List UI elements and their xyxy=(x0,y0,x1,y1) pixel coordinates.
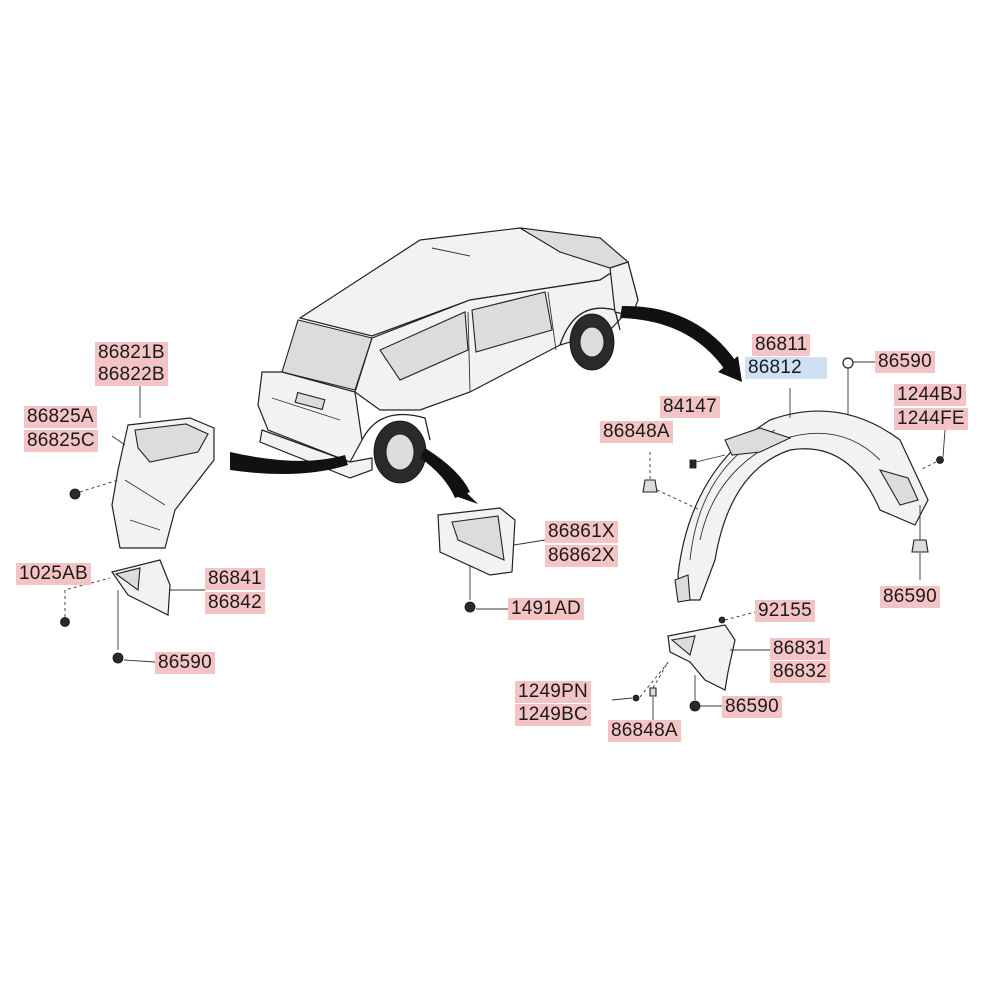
label-86825A[interactable]: 86825A xyxy=(24,406,97,428)
car-rear-window xyxy=(281,319,373,391)
car-side-window-front xyxy=(471,291,553,353)
car-illustration xyxy=(257,227,639,484)
arrow-rear-arch xyxy=(420,448,470,498)
screw-86825 xyxy=(69,488,81,500)
arrow-front-arch xyxy=(620,305,735,370)
label-86841[interactable]: 86841 xyxy=(205,568,265,590)
label-86821B[interactable]: 86821B xyxy=(95,342,168,364)
clip-86848A-lower xyxy=(649,687,657,697)
label-86861X[interactable]: 86861X xyxy=(545,521,618,543)
label-86812[interactable]: 86812 xyxy=(745,357,827,379)
label-86590-right[interactable]: 86590 xyxy=(880,586,940,608)
label-1244BJ[interactable]: 1244BJ xyxy=(894,384,966,406)
clip-86590-top xyxy=(842,357,854,369)
screw-86590-bottom xyxy=(689,700,701,712)
screw-1244BJ xyxy=(936,456,944,464)
mud-flap-right xyxy=(667,624,736,691)
label-1491AD[interactable]: 1491AD xyxy=(508,598,584,620)
label-86590-top[interactable]: 86590 xyxy=(875,351,935,373)
screw-1025AB xyxy=(60,617,70,627)
screw-86590-left xyxy=(112,652,124,664)
arrow-rear-left xyxy=(230,452,348,474)
label-86862X[interactable]: 86862X xyxy=(545,545,618,567)
label-1249PN[interactable]: 1249PN xyxy=(515,681,591,703)
mud-flap-left xyxy=(111,559,171,616)
label-86590-left[interactable]: 86590 xyxy=(155,652,215,674)
clip-86848A-upper xyxy=(642,479,658,493)
label-84147[interactable]: 84147 xyxy=(660,396,720,418)
car-rear-end xyxy=(257,371,363,463)
label-1244FE[interactable]: 1244FE xyxy=(894,408,968,430)
label-92155[interactable]: 92155 xyxy=(755,600,815,622)
clip-86590-right xyxy=(911,539,929,553)
car-side-window-rear xyxy=(379,311,469,381)
label-86811[interactable]: 86811 xyxy=(752,334,811,356)
screw-92155 xyxy=(718,616,726,624)
label-1025AB[interactable]: 1025AB xyxy=(16,563,91,585)
screw-1491AD xyxy=(464,601,476,613)
label-86825C[interactable]: 86825C xyxy=(24,430,98,452)
label-86822B[interactable]: 86822B xyxy=(95,364,168,386)
label-86848A-upper[interactable]: 86848A xyxy=(600,421,673,443)
label-1249BC[interactable]: 1249BC xyxy=(515,704,591,726)
screw-1249PN xyxy=(632,694,640,702)
label-86842[interactable]: 86842 xyxy=(205,592,265,614)
label-86848A-lower[interactable]: 86848A xyxy=(608,720,681,742)
label-86832[interactable]: 86832 xyxy=(770,661,830,683)
label-86590-bottom[interactable]: 86590 xyxy=(722,696,782,718)
nut-84147 xyxy=(689,459,697,469)
front-wheel-guard xyxy=(674,410,929,603)
rear-wheel-guard-left xyxy=(111,417,215,549)
label-86831[interactable]: 86831 xyxy=(770,638,830,660)
